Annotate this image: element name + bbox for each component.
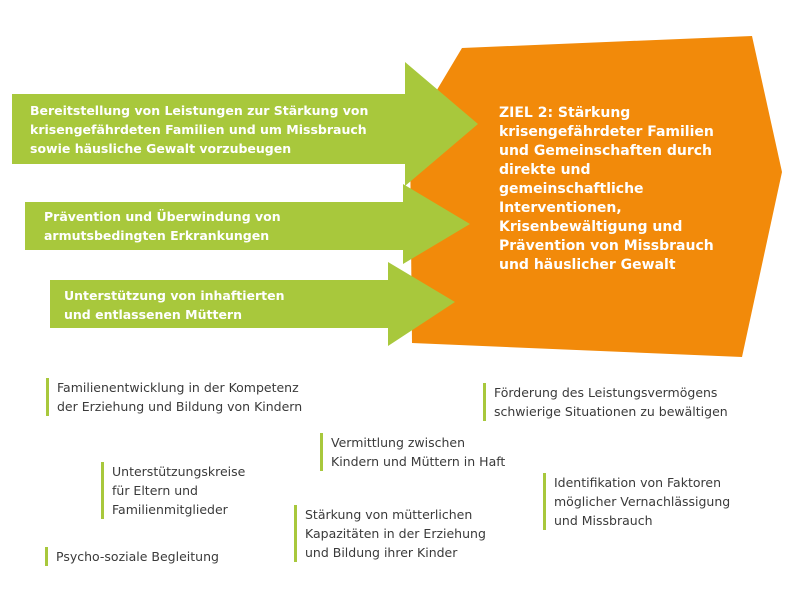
measure-line: Kindern und Müttern in Haft <box>331 454 506 469</box>
measure-item: Unterstützungskreise für Eltern und Fami… <box>101 462 245 519</box>
goal-line: direkte und <box>499 162 591 178</box>
measure-item: Vermittlung zwischen Kindern und Müttern… <box>320 433 505 471</box>
arrow-line: krisengefährdeten Familien und um Missbr… <box>30 122 367 137</box>
measure-line: Familienentwicklung in der Kompetenz <box>57 380 299 395</box>
measure-line: Unterstützungskreise <box>112 464 246 479</box>
arrow-shape-3 <box>50 262 455 346</box>
goal-line: ZIEL 2: Stärkung <box>499 105 631 121</box>
measure-line: und Missbrauch <box>554 513 653 528</box>
measure-line: Förderung des Leistungsvermögens <box>494 385 718 400</box>
measure-item: Familienentwicklung in der Kompetenz der… <box>46 378 302 416</box>
goal-title: ZIEL 2: Stärkung krisengefährdeter Famil… <box>499 104 739 275</box>
goal-line: krisengefährdeter Familien <box>499 124 714 140</box>
measure-item: Identifikation von Faktoren möglicher Ve… <box>543 473 730 530</box>
goal-line: Interventionen, <box>499 200 622 216</box>
measure-item: Förderung des Leistungsvermögens schwier… <box>483 383 728 421</box>
measure-line: Psycho-soziale Begleitung <box>56 549 219 564</box>
measure-line: für Eltern und <box>112 483 198 498</box>
measure-line: Kapazitäten in der Erziehung <box>305 526 486 541</box>
measure-line: schwierige Situationen zu bewältigen <box>494 404 728 419</box>
arrow-line: sowie häusliche Gewalt vorzubeugen <box>30 141 292 156</box>
goal-line: und häuslicher Gewalt <box>499 257 676 273</box>
measure-line: und Bildung ihrer Kinder <box>305 545 458 560</box>
arrow-label-1: Bereitstellung von Leistungen zur Stärku… <box>30 101 368 158</box>
measure-line: Familienmitglieder <box>112 502 228 517</box>
arrow-line: und entlassenen Müttern <box>64 307 242 322</box>
arrow-shape-1 <box>12 62 478 186</box>
goal-shape <box>410 36 782 357</box>
measure-line: möglicher Vernachlässigung <box>554 494 731 509</box>
arrow-line: Prävention und Überwindung von <box>44 209 281 224</box>
arrow-label-2: Prävention und Überwindung von armutsbed… <box>44 207 281 245</box>
arrow-label-3: Unterstützung von inhaftierten und entla… <box>64 286 285 324</box>
arrow-shape-2 <box>25 184 470 264</box>
measure-line: Vermittlung zwischen <box>331 435 466 450</box>
goal-line: und Gemeinschaften durch <box>499 143 712 159</box>
measure-line: der Erziehung und Bildung von Kindern <box>57 399 303 414</box>
arrow-line: Unterstützung von inhaftierten <box>64 288 285 303</box>
measure-line: Stärkung von mütterlichen <box>305 507 473 522</box>
goal-line: Prävention von Missbrauch <box>499 238 714 254</box>
measure-line: Identifikation von Faktoren <box>554 475 721 490</box>
measure-item: Stärkung von mütterlichen Kapazitäten in… <box>294 505 486 562</box>
arrow-line: Bereitstellung von Leistungen zur Stärku… <box>30 103 369 118</box>
goal-line: gemeinschaftliche <box>499 181 644 197</box>
measure-item: Psycho-soziale Begleitung <box>45 547 219 566</box>
arrow-line: armutsbedingten Erkrankungen <box>44 228 270 243</box>
goal-line: Krisenbewältigung und <box>499 219 683 235</box>
